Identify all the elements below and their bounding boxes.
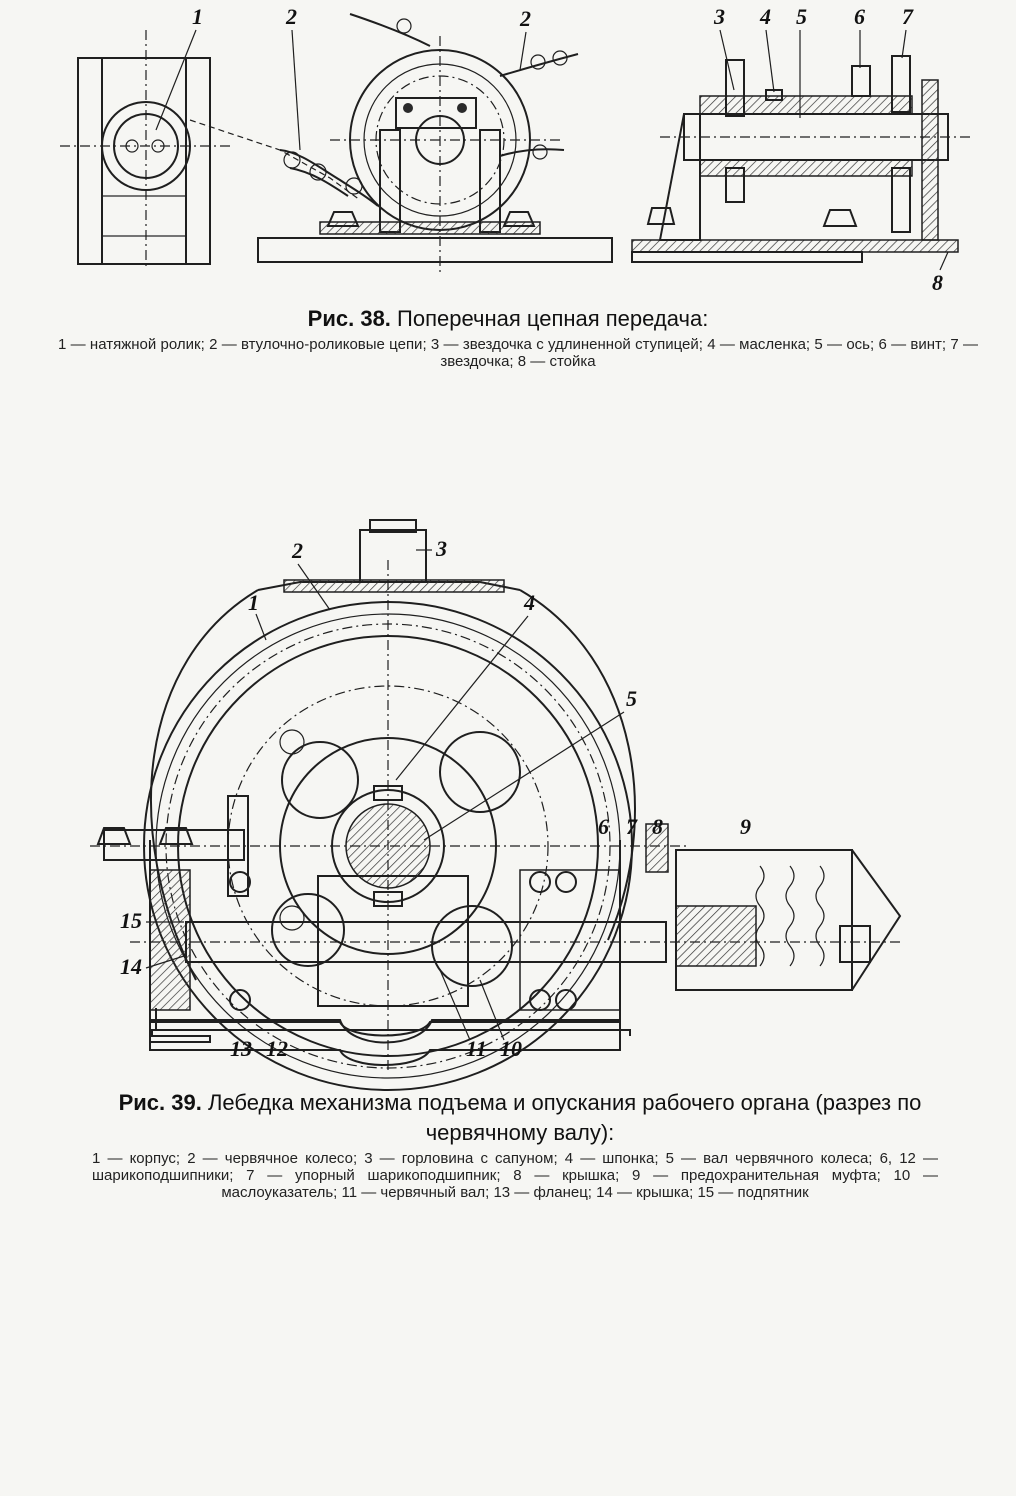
figure-39-label: Рис. 39. — [118, 1090, 202, 1115]
figure-38-callouts: 1 2 2 3 4 5 6 7 8 — [155, 4, 949, 295]
callout-38-1: 1 — [192, 4, 203, 29]
figure-38-label: Рис. 38. — [307, 306, 391, 331]
figure-39-title: Рис. 39. Лебедка механизма подъема и опу… — [90, 1088, 950, 1148]
callout-39-13: 13 — [230, 1036, 252, 1061]
winch-housing — [90, 519, 690, 1091]
callout-39-2: 2 — [291, 538, 303, 563]
figure-38-drawing: 1 2 2 3 4 5 6 7 8 — [0, 0, 1016, 295]
callout-39-12: 12 — [266, 1036, 288, 1061]
figure-39-legend: 1 — корпус; 2 — червячное колесо; 3 — го… — [92, 1150, 938, 1201]
figure-39-upper-callouts: 1 2 3 4 5 — [0, 510, 1016, 841]
callout-38-3: 3 — [713, 4, 725, 29]
callout-38-6: 6 — [854, 4, 865, 29]
callout-38-7: 7 — [902, 4, 914, 29]
callout-39-11: 11 — [466, 1036, 487, 1061]
callout-39-9: 9 — [740, 814, 751, 839]
callout-38-2a: 2 — [285, 4, 297, 29]
callout-39-15: 15 — [120, 908, 142, 933]
callout-39-4: 4 — [523, 590, 535, 615]
figure-38-legend: 1 — натяжной ролик; 2 — втулочно-роликов… — [58, 336, 978, 370]
sprocket-chain-view — [189, 13, 613, 272]
callout-39-1: 1 — [248, 590, 259, 615]
callout-39-8: 8 — [652, 814, 663, 839]
callout-38-4: 4 — [759, 4, 771, 29]
figure-38-title: Рис. 38. Поперечная цепная передача: — [0, 306, 1016, 332]
callout-39-5: 5 — [626, 686, 637, 711]
callout-38-2b: 2 — [519, 6, 531, 31]
tension-roller-view — [60, 30, 232, 270]
callout-39-6: 6 — [598, 814, 609, 839]
callout-39-3: 3 — [435, 536, 447, 561]
callout-39-10: 10 — [500, 1036, 522, 1061]
callout-38-5: 5 — [796, 4, 807, 29]
worm-shaft-assembly: 6 7 8 9 15 14 13 12 11 10 — [0, 814, 1016, 1061]
figure-39-drawing — [0, 510, 1016, 1091]
callout-38-8: 8 — [932, 270, 943, 295]
shaft-section-view — [631, 55, 970, 263]
callout-39-7: 7 — [626, 814, 638, 839]
figure-38-title-text: Поперечная цепная передача: — [397, 306, 709, 331]
callout-39-14: 14 — [120, 954, 142, 979]
figure-39-title-text: Лебедка механизма подъема и опускания ра… — [207, 1090, 922, 1145]
